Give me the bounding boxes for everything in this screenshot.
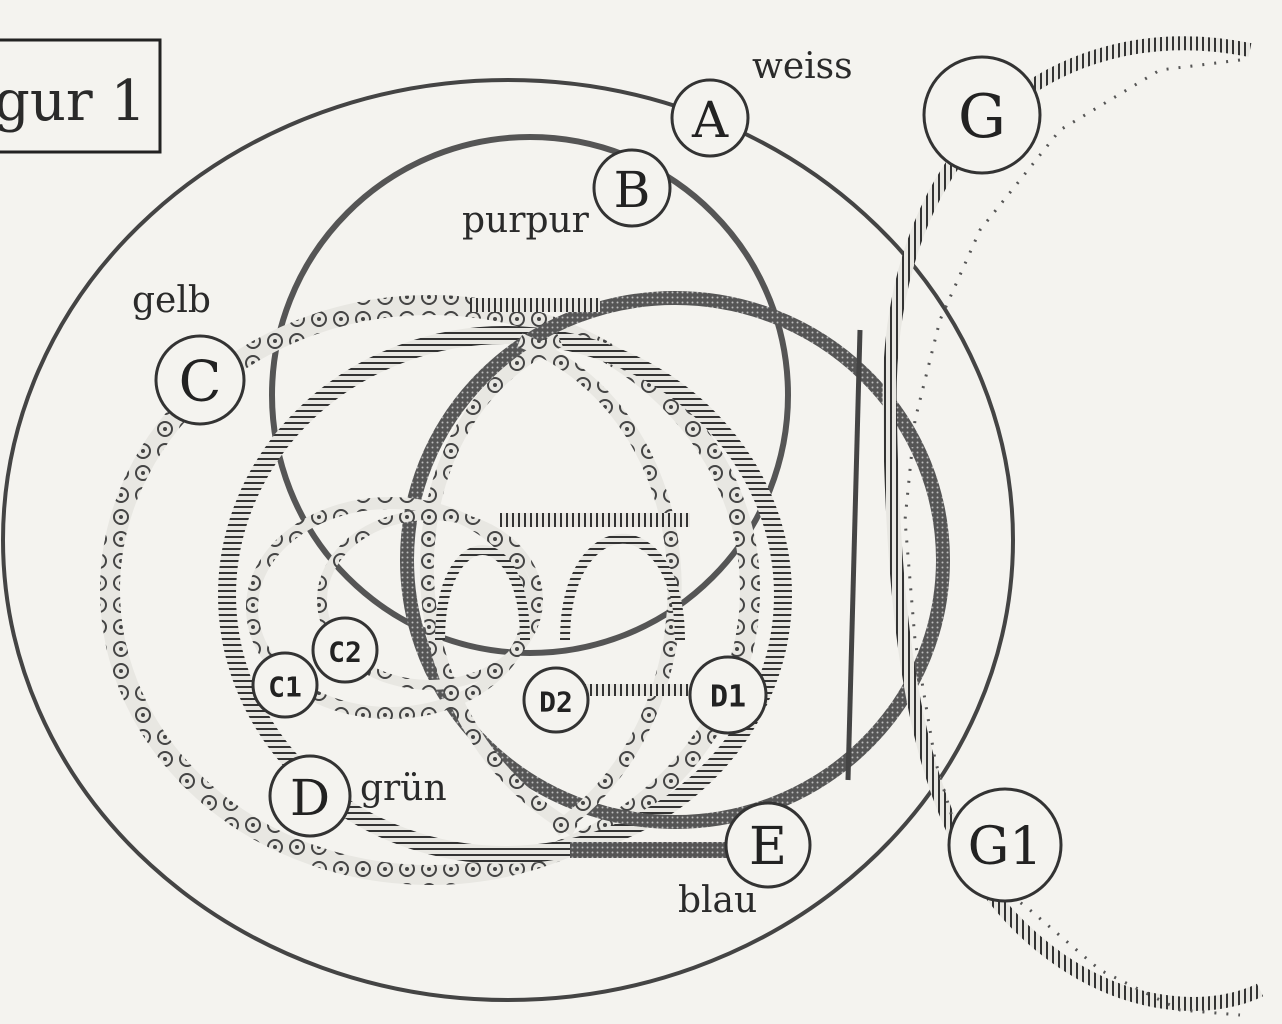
label-blau: blau [678,880,757,921]
node-d1: D1 [688,655,768,735]
node-c2: C2 [311,616,379,684]
svg-text:D2: D2 [539,686,573,719]
svg-text:D1: D1 [710,680,746,715]
node-d: D [268,754,352,838]
svg-text:E: E [749,817,787,877]
node-a: A [670,78,750,158]
svg-text:C1: C1 [268,671,302,704]
svg-text:G: G [958,82,1006,152]
label-gruen: grün [360,768,447,809]
node-c: C [154,334,246,426]
svg-text:B: B [614,161,651,219]
svg-text:C2: C2 [328,636,362,669]
node-g: G [922,55,1042,175]
svg-text:A: A [691,91,729,149]
inner-arch-2 [560,533,685,641]
label-weiss: weiss [752,46,853,87]
ring-purpur [269,134,791,656]
lens-left [419,333,579,837]
ring-c1 [246,497,534,719]
figure-title-box: gur 1 [0,38,162,154]
svg-text:G1: G1 [968,817,1043,877]
ring-gelb [100,295,760,885]
label-purpur: purpur [462,200,590,241]
ring-gruen [218,326,792,864]
ring-blau [400,291,950,829]
svg-text:C: C [179,350,222,415]
figure-title: gur 1 [0,69,146,134]
node-b: B [592,148,672,228]
inner-arch-1 [435,545,530,641]
svg-text:D: D [290,769,330,827]
node-c1: C1 [251,651,319,719]
node-g1: G1 [947,787,1063,903]
ring-weiss [1,78,1015,1002]
label-gelb: gelb [132,280,211,321]
vertical-bar [845,329,863,781]
node-e: E [724,801,812,889]
lens-right [517,333,682,836]
node-d2: D2 [522,666,590,734]
